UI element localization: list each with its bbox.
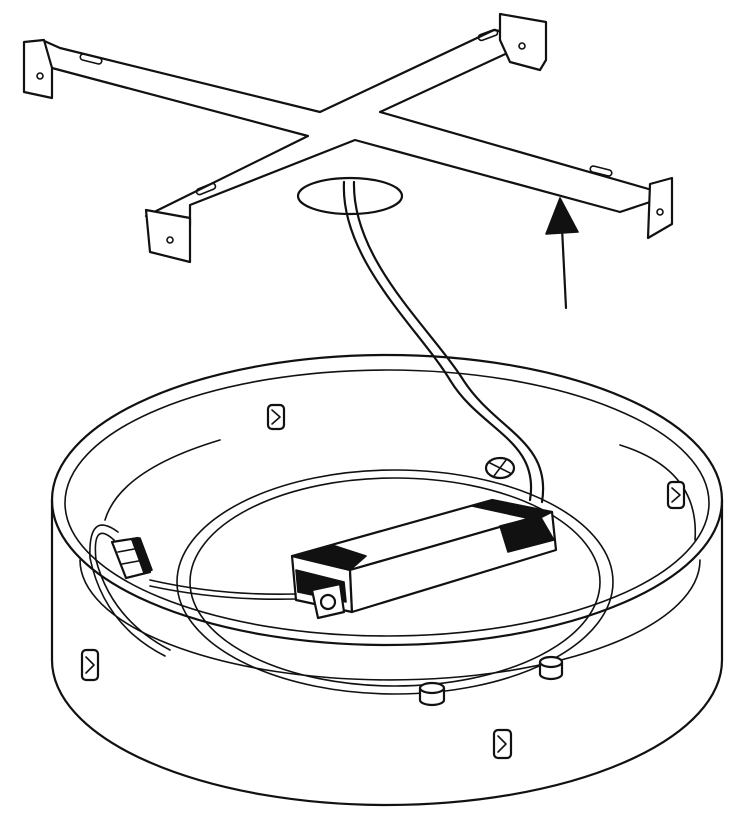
internal-wiring bbox=[89, 524, 297, 657]
power-cable bbox=[342, 180, 545, 504]
direction-arrow bbox=[545, 197, 579, 310]
mounting-bracket bbox=[22, 12, 674, 264]
floor-peg bbox=[538, 655, 564, 681]
ceiling-cable-hole bbox=[296, 176, 404, 216]
ground-screw bbox=[484, 456, 516, 480]
wall-clip-right bbox=[666, 480, 686, 510]
wall-clip-left bbox=[80, 648, 100, 682]
floor-peg bbox=[418, 681, 446, 707]
driver-end-block bbox=[310, 582, 346, 620]
connector-block bbox=[110, 536, 153, 580]
wall-clip-front bbox=[492, 728, 513, 760]
led-driver bbox=[290, 498, 558, 620]
wall-clip-top bbox=[266, 403, 286, 431]
